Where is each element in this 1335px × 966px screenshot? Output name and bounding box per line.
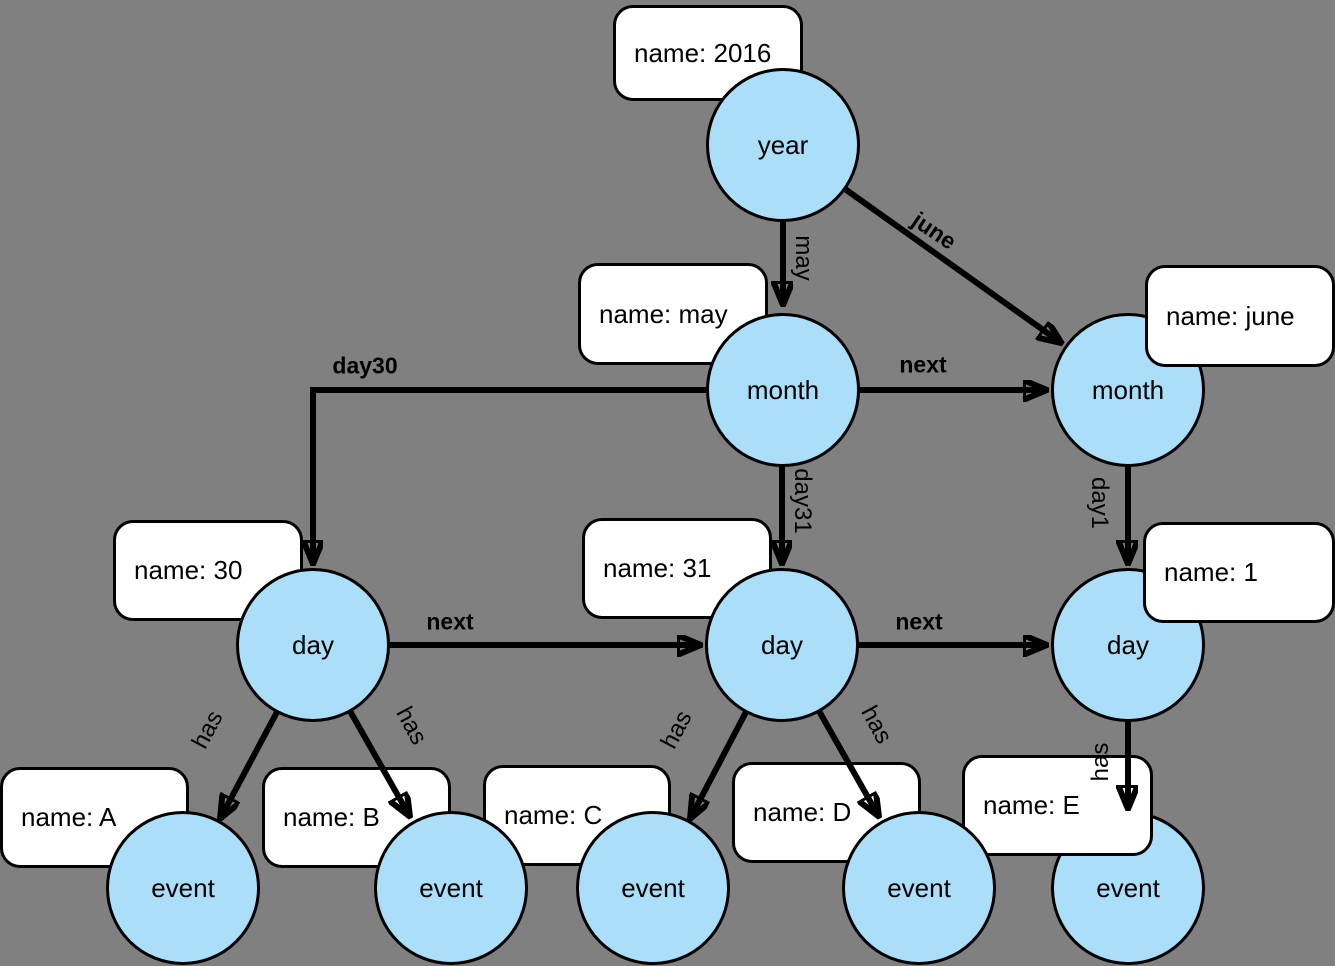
node-event-d: event [842, 811, 996, 965]
edge-label-day1: day1 [1086, 476, 1113, 530]
property-box-event-d: name: D [732, 762, 921, 863]
edge-year-month-june [843, 186, 1060, 342]
edge-label-day30: day30 [332, 352, 398, 379]
edge-label-next-day30-31: next [426, 608, 474, 635]
node-year: year [706, 68, 860, 222]
edge-label-may: may [790, 235, 817, 281]
edge-label-day31: day31 [789, 468, 816, 534]
property-box-day-1: name: 1 [1143, 522, 1335, 623]
node-event-a: event [106, 811, 260, 965]
edge-label-has-e: has [1087, 742, 1114, 782]
edge-day-30-event-b [347, 709, 409, 815]
edge-label-next-month: next [899, 351, 947, 378]
property-box-month-june: name: june [1145, 265, 1335, 367]
edge-label-next-day31-1: next [895, 608, 943, 635]
property-box-event-e: name: E [962, 755, 1153, 856]
node-day-31: day [705, 568, 859, 722]
edge-day-30-event-a [221, 710, 280, 817]
edge-day-31-event-d [816, 709, 878, 815]
node-day-1: day [1051, 568, 1205, 722]
edge-month-may-day-30 [313, 387, 707, 562]
node-month-may: month [706, 313, 860, 467]
property-box-year-2016: name: 2016 [613, 5, 803, 101]
node-event-b: event [374, 811, 528, 965]
node-event-c: event [576, 811, 730, 965]
edge-day-31-event-c [691, 710, 749, 817]
node-day-30: day [236, 568, 390, 722]
